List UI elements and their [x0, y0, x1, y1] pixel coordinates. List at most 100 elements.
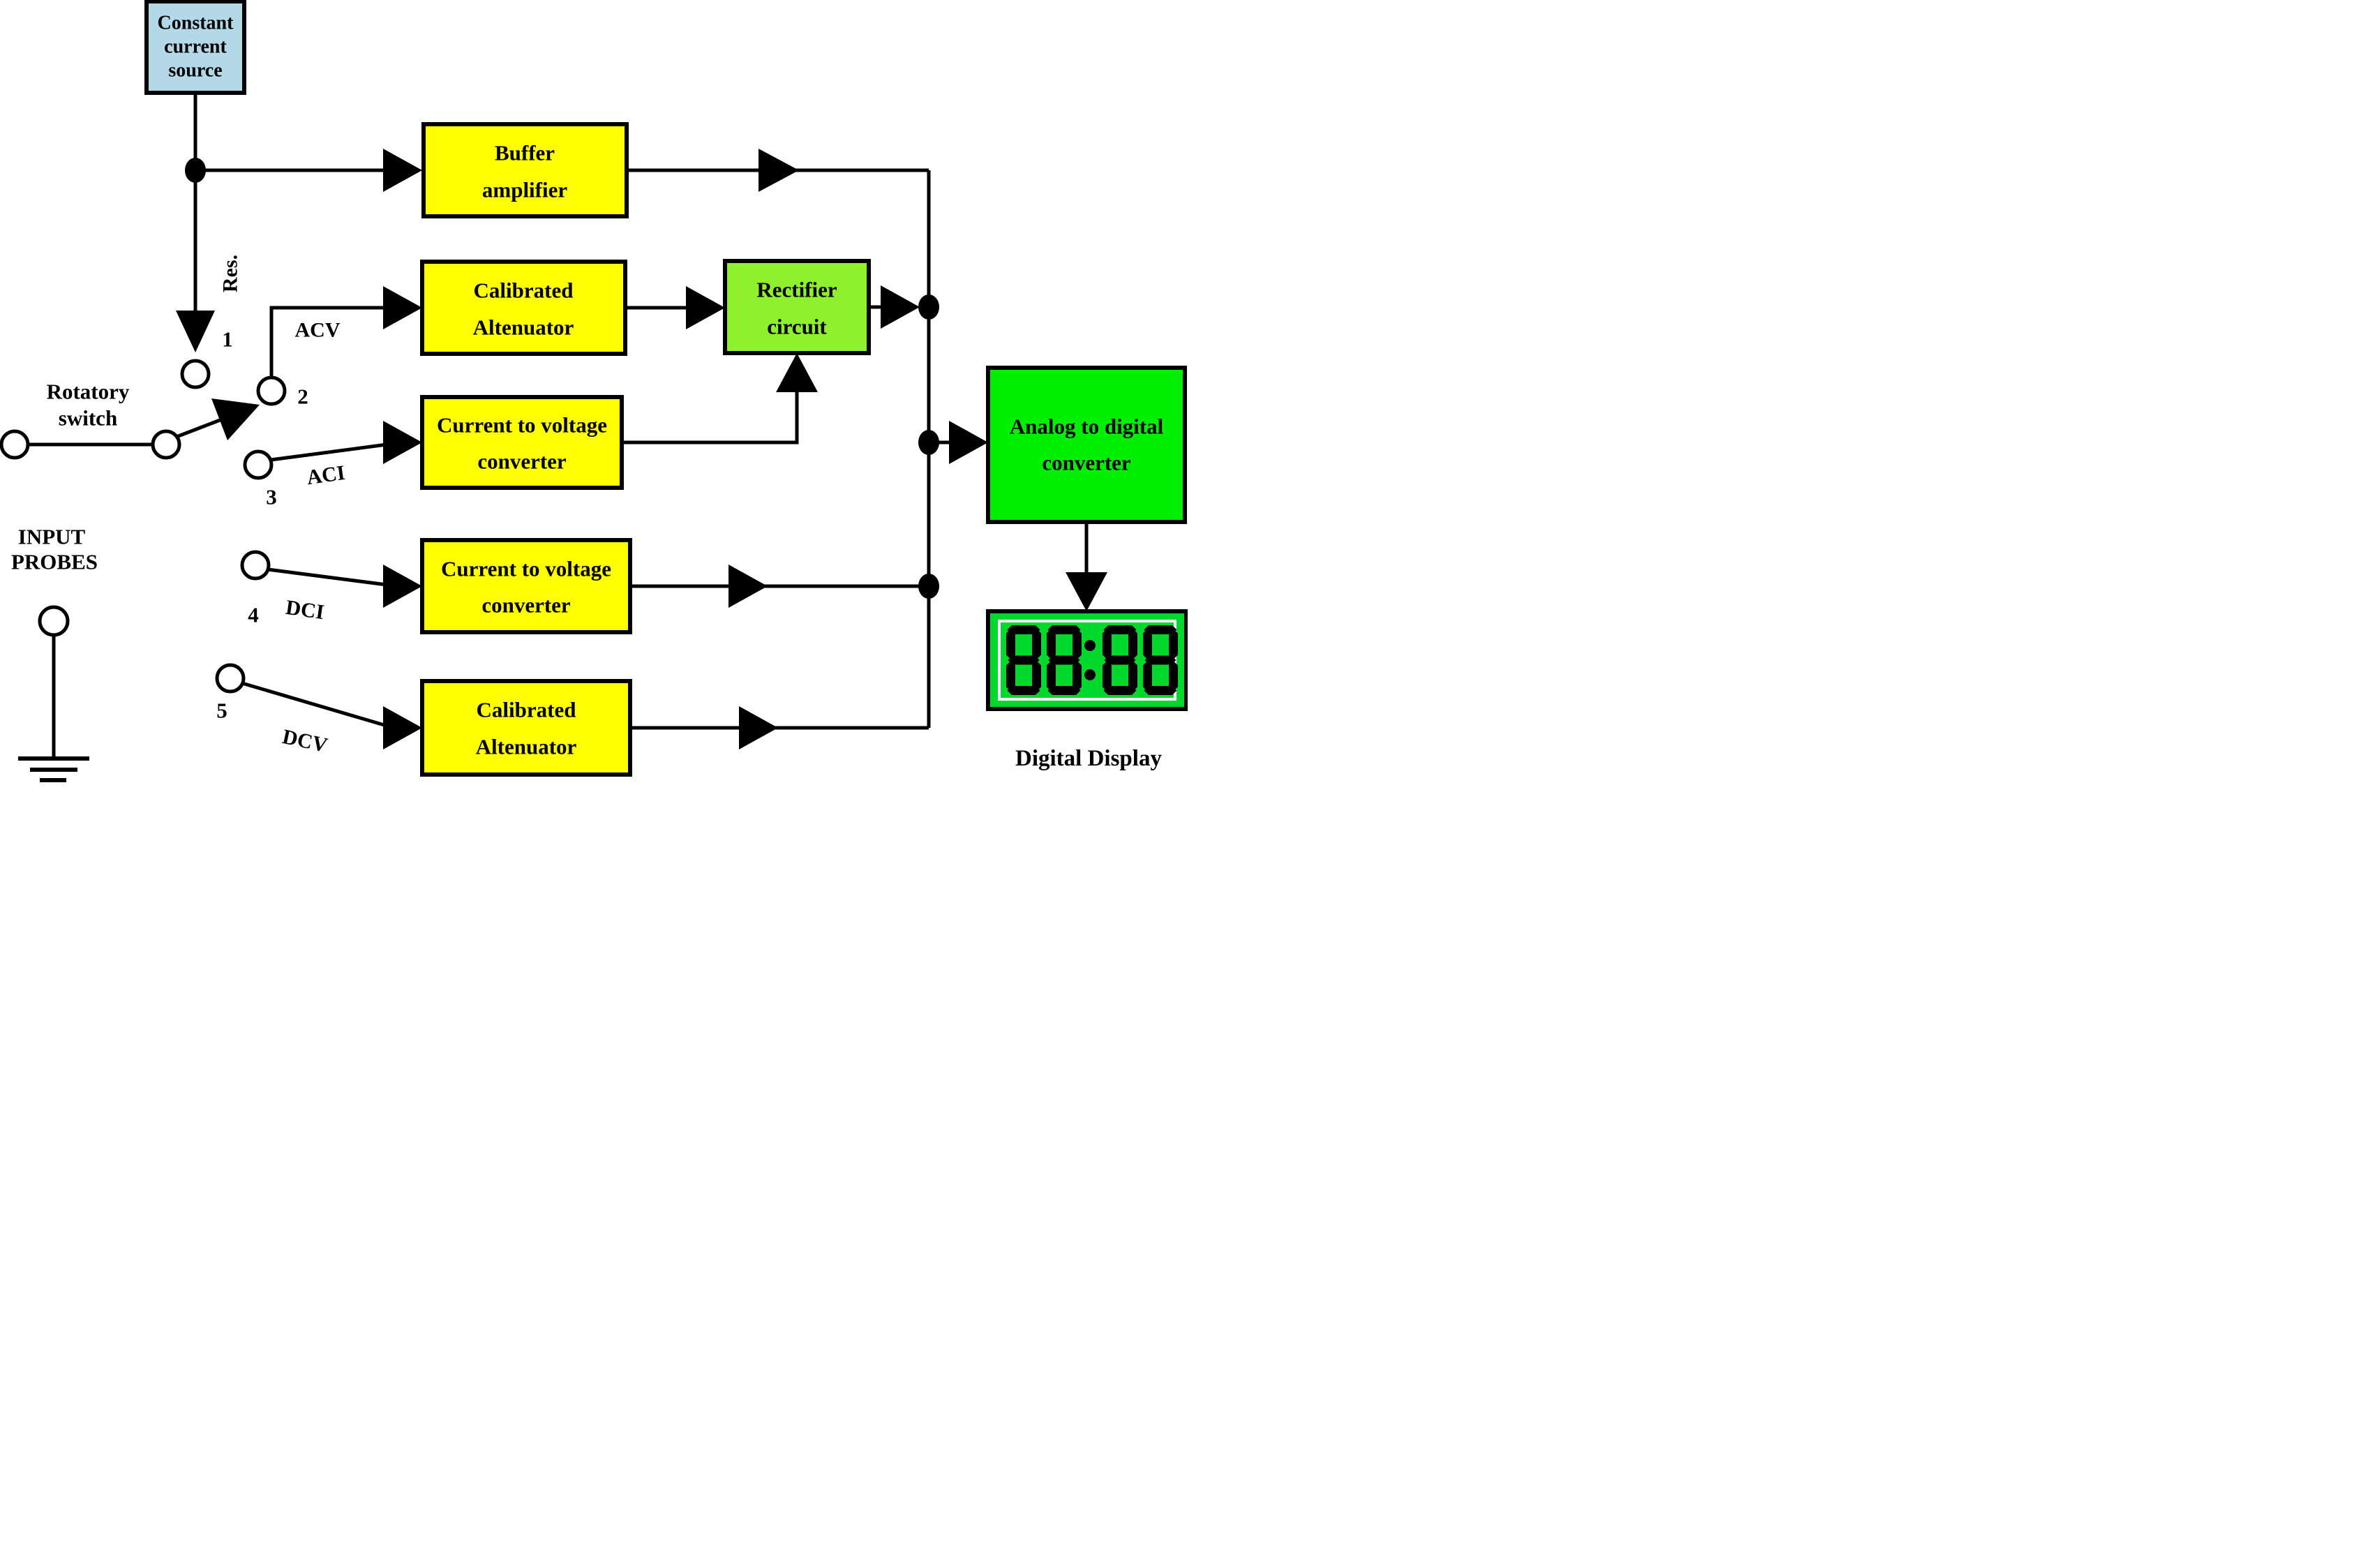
current-to-voltage-converter-dc-label: converter: [481, 593, 571, 618]
dci-line: [267, 567, 387, 587]
segment: [1143, 661, 1152, 692]
arrowhead-dci-output: [729, 565, 768, 608]
arrowhead-down-contact1: [176, 311, 215, 352]
contact-2-circle: [256, 375, 287, 406]
junction-dot: [185, 158, 206, 183]
arrowhead-attenuator-dc-input: [383, 706, 422, 749]
position-number-4: 4: [248, 603, 259, 627]
colon-dot: [1084, 669, 1096, 680]
junction-dot: [918, 294, 939, 320]
segment: [1144, 655, 1176, 665]
calibrated-attenuator-dc-label: Calibrated: [477, 698, 576, 722]
arrowhead-attenuator-ac-input: [383, 286, 422, 329]
current-to-voltage-converter-ac-label: Current to voltage: [437, 413, 607, 438]
acv-path-label: ACV: [295, 319, 341, 342]
dcv-line: [241, 681, 387, 728]
segment: [1007, 625, 1040, 634]
contact-5-circle: [215, 663, 246, 694]
segment: [1143, 629, 1152, 659]
aci-path-label: ACI: [305, 461, 346, 489]
junction-dot: [918, 430, 939, 455]
arrowhead-dcv-output: [739, 706, 778, 749]
analog-to-digital-converter-box: [986, 366, 1187, 524]
segment: [1048, 655, 1080, 665]
aci-output-line: [622, 391, 799, 445]
position-number-3: 3: [266, 485, 277, 509]
segment: [1103, 661, 1112, 692]
rectifier-circuit-label: circuit: [767, 315, 827, 339]
segment: [1047, 625, 1081, 634]
arrowhead-buffer-output: [759, 149, 799, 192]
dci-path-label: DCI: [284, 596, 325, 624]
constant-current-source-label: source: [168, 60, 222, 82]
rectifier-circuit-label: Rectifier: [756, 278, 837, 302]
current-to-voltage-converter-dc-label: Current to voltage: [441, 557, 611, 581]
aci-line: [270, 442, 387, 462]
segment: [1128, 661, 1137, 692]
arrowhead-buffer-input: [383, 149, 422, 192]
segment: [1008, 655, 1040, 665]
rectifier-circuit-box: [723, 259, 871, 355]
arrowhead-rectifier-input: [686, 286, 725, 329]
constant-current-source-box: [144, 0, 246, 95]
rotary-switch-label: switch: [59, 406, 117, 431]
analog-to-digital-converter-label: Analog to digital: [1010, 415, 1164, 439]
current-to-voltage-converter-ac-label: converter: [477, 449, 567, 474]
segment: [1032, 661, 1041, 692]
arrowhead-converter-dc-input: [383, 565, 422, 608]
segment: [1104, 655, 1136, 665]
arrowhead-rectifier-bottom-input: [776, 353, 818, 392]
current-to-voltage-converter-dc-box: [420, 538, 632, 634]
segment: [1169, 629, 1178, 659]
segment: [1047, 661, 1056, 692]
arrowhead-converter-ac-input: [383, 421, 422, 464]
segment: [1169, 661, 1178, 692]
arrowhead-display-input: [1066, 572, 1107, 611]
segment: [1047, 629, 1056, 659]
rotary-pivot-circle: [151, 429, 181, 460]
probe-terminal-circle: [38, 605, 70, 637]
buffer-amplifier-label: amplifier: [482, 178, 567, 202]
buffer-amplifier-label: Buffer: [495, 141, 555, 165]
calibrated-attenuator-ac-box: [420, 260, 627, 356]
segment: [1006, 629, 1015, 659]
contact-1-circle: [180, 359, 211, 389]
segment: [1007, 686, 1040, 695]
segment: [1128, 629, 1137, 659]
input-probes-label: PROBES: [11, 550, 98, 574]
analog-to-digital-converter-label: converter: [1042, 451, 1131, 475]
block-diagram: Constant current source Buffer amplifier…: [0, 0, 1188, 784]
connector-lines: [28, 92, 1089, 759]
rotary-input-circle: [0, 429, 30, 460]
segment: [1006, 661, 1015, 692]
junction-dot: [918, 574, 939, 599]
constant-current-source-label: Constant: [158, 13, 234, 34]
position-number-2: 2: [297, 384, 308, 409]
calibrated-attenuator-ac-label: Calibrated: [474, 278, 574, 303]
arrowhead-adc-input: [949, 421, 988, 464]
rotary-switch-label: Rotatory: [47, 380, 130, 404]
arrowhead-rotary-wiper: [211, 398, 260, 440]
ground-symbol: [18, 756, 89, 782]
input-probes-label: INPUT: [18, 525, 86, 549]
calibrated-attenuator-dc-box: [420, 679, 632, 777]
res-path-label: Res.: [219, 255, 242, 292]
constant-current-source-label: current: [164, 36, 227, 58]
digital-display-caption: Digital Display: [1015, 746, 1162, 771]
arrowhead-rectifier-output: [881, 285, 920, 329]
position-number-1: 1: [222, 327, 233, 352]
segment: [1103, 629, 1112, 659]
segment: [1103, 625, 1137, 634]
segment: [1073, 629, 1082, 659]
segment: [1144, 625, 1177, 634]
segment: [1032, 629, 1041, 659]
contact-4-circle: [240, 550, 271, 581]
segment: [1103, 686, 1137, 695]
segment: [1047, 686, 1081, 695]
calibrated-attenuator-ac-label: Altenuator: [473, 315, 574, 340]
acv-line: [269, 306, 385, 378]
position-number-5: 5: [216, 699, 227, 723]
junction-dots: [185, 158, 939, 599]
segment: [1144, 686, 1177, 695]
calibrated-attenuator-dc-label: Altenuator: [476, 735, 577, 759]
